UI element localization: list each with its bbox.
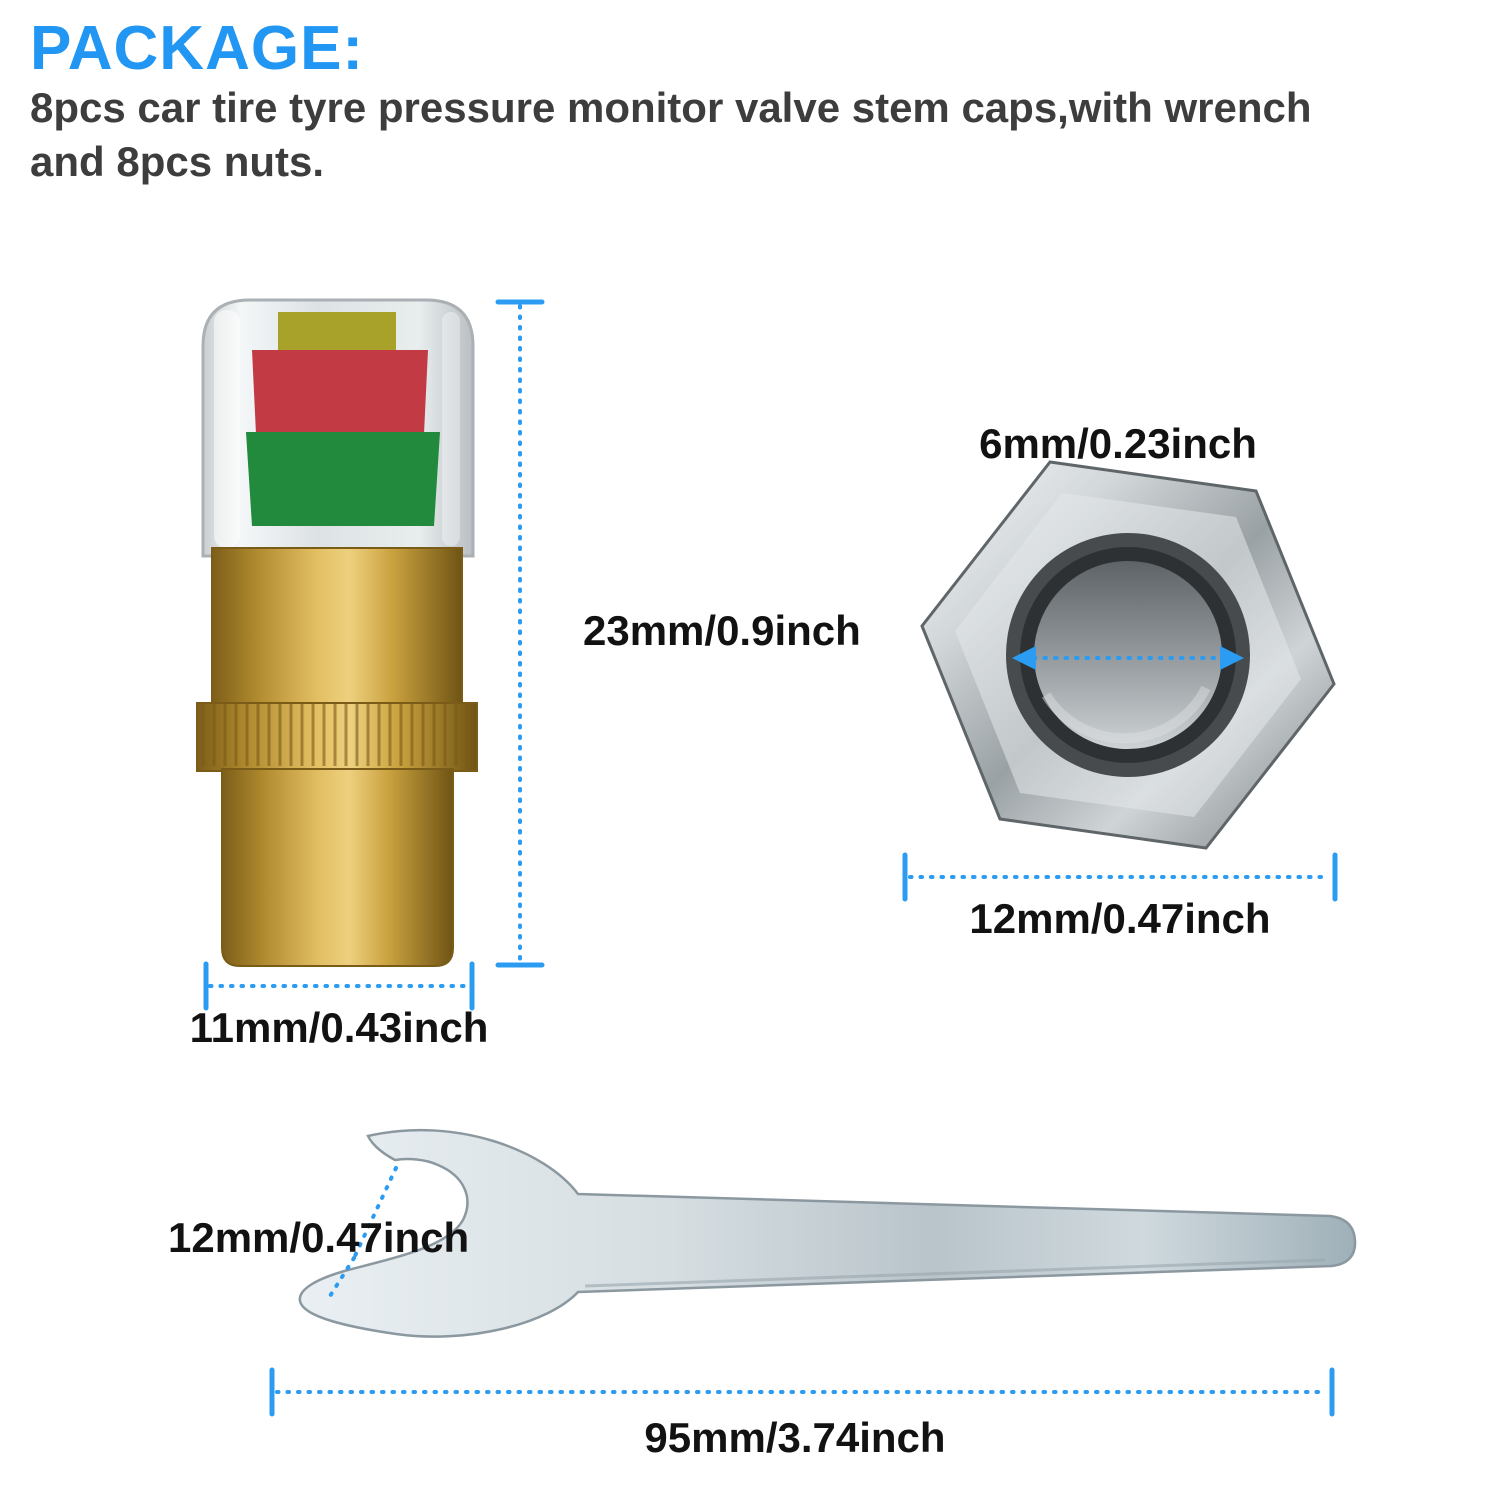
dim-line — [328, 1256, 356, 1298]
wrench-body — [298, 1128, 1357, 1338]
dim-arrow-left — [1012, 646, 1036, 670]
nut-outer-label: 12mm/0.47inch — [969, 895, 1270, 942]
wrench-edge-shade — [584, 1258, 1326, 1288]
product-description-line2: and 8pcs nuts. — [30, 137, 325, 185]
cap-width-label: 11mm/0.43inch — [190, 1004, 489, 1051]
cap-glass-highlight-left — [214, 310, 240, 548]
page-header: PACKAGE: 8pcs car tire tyre pressure mon… — [30, 16, 1486, 189]
dim-line — [352, 1166, 398, 1260]
cap-height-dimension: 23mm/0.9inch — [495, 299, 861, 968]
nut-bore-highlight — [1041, 685, 1211, 744]
cap-knurl-texture — [197, 703, 477, 771]
cap-indicator-red — [252, 350, 428, 434]
nut-outer-dimension: 12mm/0.47inch — [902, 852, 1338, 942]
wrench-length-dimension: 95mm/3.74inch — [269, 1367, 1335, 1461]
page-title: PACKAGE: — [30, 14, 365, 83]
cap-height-label: 23mm/0.9inch — [583, 607, 861, 654]
cap-body-upper — [211, 547, 463, 709]
wrench-length-label: 95mm/3.74inch — [644, 1414, 945, 1461]
nut-bore — [1034, 561, 1222, 749]
wrench-jaw-dimension: 12mm/0.47inch — [168, 1166, 469, 1298]
product-description-line1: 8pcs car tire tyre pressure monitor valv… — [30, 84, 1312, 132]
wrench-illustration — [298, 1128, 1357, 1338]
cap-width-dimension: 11mm/0.43inch — [190, 961, 489, 1051]
valve-cap-illustration — [196, 298, 478, 967]
nut-inner-label: 6mm/0.23inch — [979, 420, 1257, 467]
cap-indicator-yellow — [278, 312, 396, 354]
cap-glass-highlight-right — [442, 312, 460, 546]
cap-indicator-green — [246, 432, 440, 526]
cap-body-lower — [221, 768, 454, 967]
wrench-jaw-label: 12mm/0.47inch — [168, 1214, 469, 1261]
dim-arrow-right — [1220, 646, 1244, 670]
nut-illustration — [920, 460, 1336, 850]
nut-inner-dimension: 6mm/0.23inch — [979, 420, 1257, 670]
